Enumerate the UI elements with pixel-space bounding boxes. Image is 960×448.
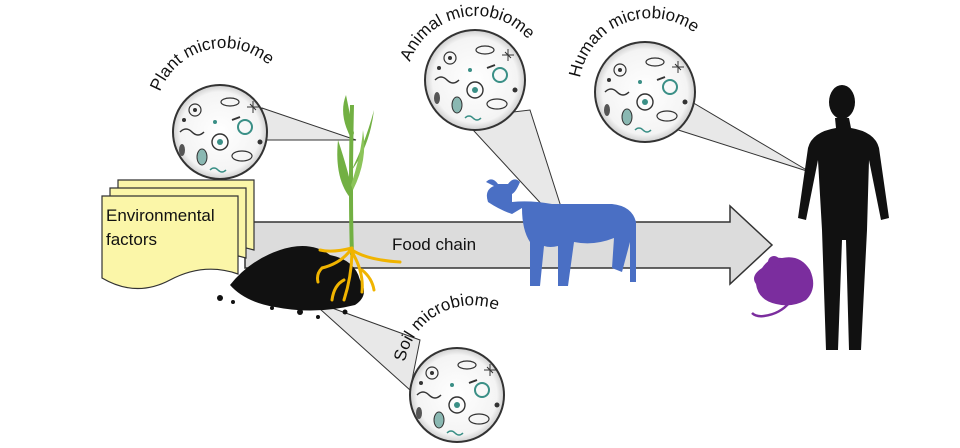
plant-icon <box>337 95 374 256</box>
plant-callout-wedge <box>261 107 357 141</box>
plant-microbiome-label: Plant microbiome <box>146 33 278 94</box>
human-icon <box>798 85 889 350</box>
mouse-icon <box>751 256 814 318</box>
soil-icon <box>217 246 364 319</box>
cow-icon <box>486 179 636 286</box>
environmental-factors-note <box>101 179 255 290</box>
env-line-2: factors <box>106 230 158 249</box>
roots-icon <box>316 246 402 302</box>
environmental-factors-text: Environmental factors <box>106 204 246 252</box>
food-chain-label: Food chain <box>392 235 476 254</box>
soil-microbiome-lens <box>409 347 505 443</box>
human-microbiome-lens <box>594 41 696 143</box>
env-line-1: Environmental <box>106 206 215 225</box>
animal-microbiome-lens <box>424 29 526 131</box>
plant-microbiome-lens <box>172 84 268 180</box>
soil-callout-wedge <box>309 299 421 391</box>
